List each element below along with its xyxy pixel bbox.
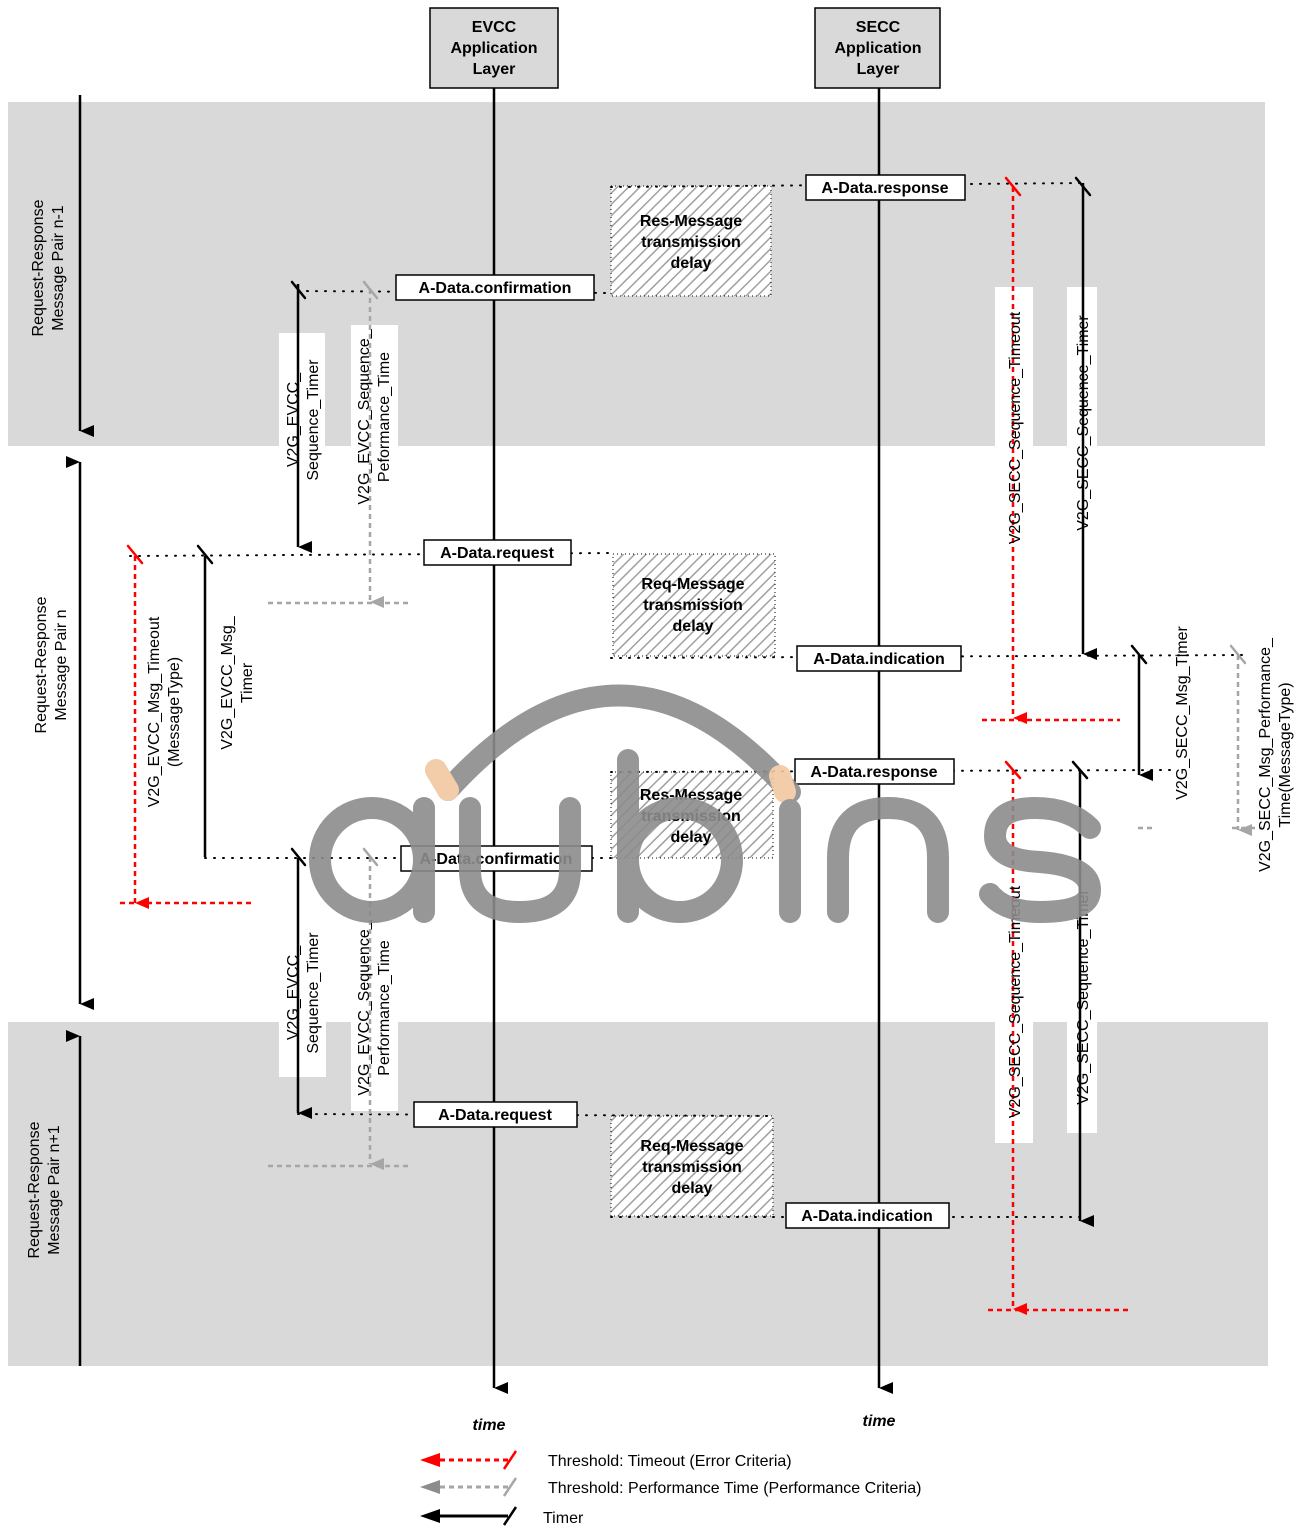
a-data-indication-1: A-Data.indication [796, 645, 962, 672]
legend-performance-label: Threshold: Performance Time (Performance… [548, 1480, 921, 1497]
secc-title-line-1: SECC [856, 19, 901, 36]
pair-n-1-label-line-1: Request-Response [30, 199, 47, 336]
a-data-response-2: A-Data.response [794, 758, 955, 785]
secc-seq-timeout-2-label: V2G_SECC_Sequence_Timeout [1007, 885, 1024, 1118]
pair-n-label-line-2: Message Pair n [53, 609, 70, 720]
req-delay-2-line-1: Req-Message [640, 1138, 743, 1155]
a-data-indication-2-label: A-Data.indication [801, 1208, 933, 1225]
a-data-request-1: A-Data.request [423, 539, 572, 566]
gray-arrow-icon [420, 1480, 440, 1494]
evcc-title-line-1: EVCC [472, 19, 517, 36]
evcc-seq-perf-label-1: V2G_EVCC_Sequence_ [356, 328, 373, 504]
a-data-confirmation-1: A-Data.confirmation [395, 274, 595, 301]
pair-n+1-label-line-1: Request-Response [26, 1121, 43, 1258]
legend-timer: Timer [420, 1506, 584, 1526]
secc-msg-perf-label-1: V2G_SECC_Msg_Performance_ [1257, 637, 1274, 872]
res-delay-1-line-1: Res-Message [640, 213, 742, 230]
aubins-watermark-logo [309, 684, 1102, 924]
evcc-seq-perf-label-2: Peformance_Time [376, 352, 393, 482]
black-arrow-icon [420, 1509, 440, 1523]
res-delay-1-line-2: transmission [641, 234, 741, 251]
req-delay-1-line-2: transmission [643, 597, 743, 614]
pair-n+1-label-line-2: Message Pair n+1 [46, 1125, 63, 1255]
legend: Threshold: Timeout (Error Criteria) Thre… [420, 1450, 921, 1526]
evcc-time-label: time [473, 1417, 506, 1434]
a-data-response-1: A-Data.response [805, 174, 966, 201]
legend-timeout-label: Threshold: Timeout (Error Criteria) [548, 1453, 792, 1470]
legend-performance: Threshold: Performance Time (Performance… [420, 1477, 921, 1497]
evcc-lane-header: EVCC Application Layer [429, 7, 559, 89]
evcc-msg-timeout-label-1: V2G_EVCC_Msg_Timeout [146, 616, 163, 807]
a-data-confirmation-2-label: A-Data.confirmation [420, 851, 573, 868]
req-delay-box-2: Req-Message transmission delay [610, 1115, 774, 1217]
a-data-confirmation-1-label: A-Data.confirmation [419, 280, 572, 297]
evcc-seq-timer-label-1: V2G_EVCC_ [285, 372, 302, 467]
evcc-msg-timer-label-1: V2G_EVCC_Msg_ [219, 615, 236, 749]
req-delay-1-line-1: Req-Message [641, 576, 744, 593]
a-data-request-2-label: A-Data.request [438, 1107, 552, 1124]
secc-seq-timer-2-label: V2G_SECC_Sequence_Timer [1075, 889, 1092, 1105]
a-data-response-1-label: A-Data.response [821, 180, 948, 197]
a-data-response-2-label: A-Data.response [810, 764, 937, 781]
evcc-seq-timer-label-2: Sequence_Timer [305, 359, 322, 481]
a-data-indication-1-label: A-Data.indication [813, 651, 945, 668]
evcc-title-line-3: Layer [473, 61, 516, 78]
timer-start-ticks [126, 176, 1247, 867]
secc-lane-header: SECC Application Layer [814, 7, 941, 89]
evcc-seq-timer-2-label-2: Sequence_Timer [305, 932, 322, 1054]
red-arrow-icon [420, 1453, 440, 1467]
evcc-seq-timer-2-label-1: V2G_EVCC_ [285, 945, 302, 1040]
secc-title-line-2: Application [834, 40, 921, 57]
secc-seq-timeout-label: V2G_SECC_Sequence_Timeout [1007, 311, 1024, 544]
evcc-title-line-2: Application [450, 40, 537, 57]
secc-title-line-3: Layer [857, 61, 900, 78]
a-data-indication-2: A-Data.indication [785, 1202, 950, 1229]
req-delay-2-line-3: delay [672, 1180, 713, 1197]
evcc-seq-perf-2-label-1: V2G_EVCC_Sequence_ [356, 919, 373, 1095]
a-data-request-2: A-Data.request [413, 1101, 578, 1128]
evcc-msg-timer-label-2: Timer [239, 662, 256, 703]
legend-timeout: Threshold: Timeout (Error Criteria) [420, 1450, 792, 1470]
secc-msg-perf-label-2: Time(MessageType) [1277, 682, 1294, 827]
secc-seq-timer-label: V2G_SECC_Sequence_Timer [1075, 315, 1092, 531]
threshold-lines [120, 601, 1262, 1312]
perf-arrows-gray [368, 289, 1252, 1170]
timer-arrows-black [203, 183, 1153, 1227]
legend-timer-label: Timer [543, 1510, 584, 1526]
req-delay-1-line-3: delay [673, 618, 714, 635]
pair-n-label-line-1: Request-Response [33, 596, 50, 733]
secc-msg-timer-label: V2G_SECC_Msg_Timer [1174, 625, 1191, 799]
a-data-request-1-label: A-Data.request [440, 545, 554, 562]
evcc-seq-perf-2-label-2: Performance_Time [376, 940, 393, 1076]
req-delay-2-line-2: transmission [642, 1159, 742, 1176]
evcc-msg-timeout-label-2: (MessageType) [166, 657, 183, 767]
pair-n-1-label-line-2: Message Pair n-1 [50, 205, 67, 330]
secc-time-label: time [863, 1413, 896, 1430]
res-delay-1-line-3: delay [671, 255, 712, 272]
timeout-arrows-red [133, 187, 1027, 1315]
res-delay-box-1: Res-Message transmission delay [610, 185, 772, 297]
req-delay-box-1: Req-Message transmission delay [612, 553, 776, 657]
res-delay-2-line-3: delay [671, 829, 712, 846]
